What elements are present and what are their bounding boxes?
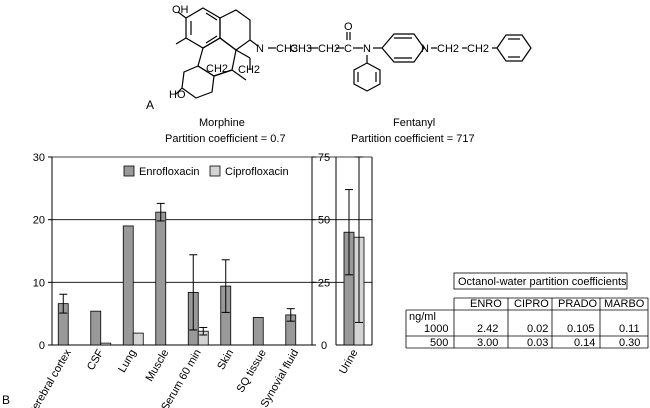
table-cell-1000-cipro: 0.02 [527, 323, 548, 335]
table-cell-500-enro: 3.00 [477, 337, 498, 349]
bar-ciprofloxacin [100, 342, 112, 346]
morphine-ho-label: HO [169, 89, 186, 101]
fentanyl-chain-label-b: CH2 [467, 43, 489, 55]
bar-enrofloxacin [122, 225, 134, 346]
category-label: CSF [85, 347, 107, 372]
table-cell-500-marbo: 0.30 [619, 337, 640, 349]
category-label: Skin [215, 348, 236, 373]
panel-b-letter: B [2, 393, 10, 407]
right-tick-label: 50 [318, 215, 330, 227]
morphine-structure: OH HO N CH3 CH2 CH2 [169, 4, 298, 101]
morphine-oh-label: OH [172, 4, 189, 16]
table-header-prado: PRADO [558, 298, 598, 310]
fentanyl-n1-label: N [363, 43, 371, 55]
table-header-cipro: CIPRO [514, 298, 549, 310]
bar-ciprofloxacin [132, 332, 144, 346]
left-tick-label: 30 [33, 152, 45, 164]
table-cell-1000-marbo: 0.11 [619, 323, 640, 335]
fentanyl-structure: CH3 CH2 C O N N CH2 CH2 [290, 21, 532, 92]
fentanyl-name: Fentanyl [393, 117, 435, 129]
table-cell-1000-enro: 2.42 [477, 323, 498, 335]
fentanyl-partition: Partition coefficient = 717 [351, 133, 475, 145]
morphine-partition: Partition coefficient = 0.7 [165, 133, 286, 145]
table-row-label-500: 500 [430, 337, 448, 349]
right-tick-label: 75 [318, 152, 330, 164]
morphine-ch2-label-b: CH2 [238, 64, 260, 76]
morphine-ch3-label: CH3 [276, 43, 298, 55]
partition-table: Octanol-water partition coefficients ENR… [405, 272, 649, 349]
legend-swatch-enrofloxacin [123, 165, 135, 177]
left-tick-label: 10 [33, 277, 45, 289]
table-header-enro: ENRO [470, 298, 502, 310]
bar-enrofloxacin [155, 211, 167, 346]
fentanyl-c-label: C [344, 43, 352, 55]
table-header-marbo: MARBO [604, 298, 645, 310]
left-tick-label: 0 [39, 340, 45, 352]
category-label: Muscle [144, 348, 172, 384]
bar-enrofloxacin [90, 310, 102, 346]
table-cell-500-cipro: 0.03 [527, 337, 548, 349]
table-unit: ng/ml [409, 311, 436, 323]
fentanyl-o-label: O [344, 21, 353, 33]
left-tick-label: 20 [33, 215, 45, 227]
category-label-urine: Urine [337, 348, 361, 377]
legend-swatch-ciprofloxacin [209, 165, 221, 177]
legend-label-enrofloxacin: Enrofloxacin [139, 166, 200, 178]
table-cell-500-prado: 0.14 [574, 337, 595, 349]
fentanyl-ch3-label: CH3 [290, 43, 312, 55]
right-tick-label: 0 [321, 340, 327, 352]
panel-a-letter: A [146, 98, 154, 112]
table-title: Octanol-water partition coefficients [458, 276, 627, 288]
tissue-concentration-chart: Enrofloxacin Ciprofloxacin 0 10 20 30 0 25 50… [26, 152, 373, 408]
morphine-ch2-label-a: CH2 [206, 63, 228, 75]
legend-label-ciprofloxacin: Ciprofloxacin [225, 166, 289, 178]
right-tick-label: 25 [318, 277, 330, 289]
category-label: Lung [116, 348, 139, 375]
fentanyl-chain-label-a: CH2 [437, 43, 459, 55]
category-label: Cerebral cortex [26, 347, 74, 408]
morphine-name: Morphine [199, 117, 245, 129]
fentanyl-ch2-label: CH2 [318, 43, 340, 55]
bar-enrofloxacin [252, 317, 264, 346]
category-label: SQ tissue [235, 348, 269, 395]
morphine-n-label: N [256, 43, 264, 55]
table-title-box [453, 272, 628, 290]
fentanyl-n2-label: N [421, 43, 429, 55]
table-row-label-1000: 1000 [424, 323, 448, 335]
table-cell-1000-prado: 0.105 [567, 323, 595, 335]
